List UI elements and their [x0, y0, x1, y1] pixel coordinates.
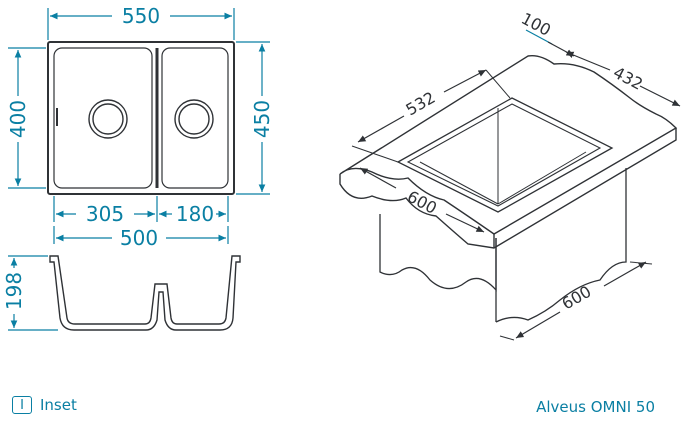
dim-width-bottom: 500: [120, 226, 158, 250]
dim-bowl-small: 180: [176, 202, 214, 226]
ext-line: [629, 261, 653, 265]
sink-inner: [406, 103, 602, 207]
dim-depth: 198: [2, 272, 26, 310]
sink-inner-corner: [497, 151, 587, 205]
drain-large-inner: [92, 103, 124, 135]
dim-line: [443, 69, 487, 93]
dim-line: [639, 85, 681, 107]
sink-inner-corner: [419, 161, 499, 205]
dim-line: [515, 311, 561, 339]
plan-view: 550 400 450 305 180 500: [6, 4, 274, 250]
dim-line: [603, 261, 647, 287]
cabinet-left-wall: [379, 214, 497, 292]
installation-legend: I Inset: [12, 396, 77, 414]
ext-line: [485, 69, 511, 99]
dim-height-right: 450: [250, 100, 274, 138]
dim-bowl-large: 305: [86, 202, 124, 226]
inset-icon: I: [12, 396, 32, 414]
sink-outline: [47, 41, 235, 195]
dim-line: [525, 29, 553, 45]
dim-532: 532: [403, 88, 439, 120]
iso-view: 100 432 532 600 600: [339, 9, 681, 341]
sink-rim: [396, 97, 614, 213]
cabinet-right-wall: [495, 168, 627, 323]
dim-width-top: 550: [122, 4, 160, 28]
drain-small-inner: [178, 103, 210, 135]
model-name: Alveus OMNI 50: [536, 398, 655, 416]
drain-small: [174, 99, 214, 139]
dim-height-left: 400: [6, 100, 30, 138]
dim-432: 432: [610, 63, 646, 94]
section-view: 198: [2, 255, 241, 331]
countertop-front-face: [339, 128, 677, 249]
dim-line: [565, 51, 611, 71]
legend-label: Inset: [40, 396, 77, 414]
section-profile: [49, 255, 241, 331]
dim-line: [445, 213, 485, 233]
dim-line: [359, 167, 397, 189]
ext-line: [499, 335, 515, 341]
drain-large: [88, 99, 128, 139]
small-bowl: [161, 47, 229, 189]
large-bowl: [53, 47, 153, 189]
dim-600-front: 600: [404, 187, 440, 218]
dim-600-cabinet: 600: [559, 282, 595, 314]
ext-line: [351, 145, 399, 163]
dim-line: [357, 115, 405, 143]
countertop-top: [339, 54, 678, 235]
